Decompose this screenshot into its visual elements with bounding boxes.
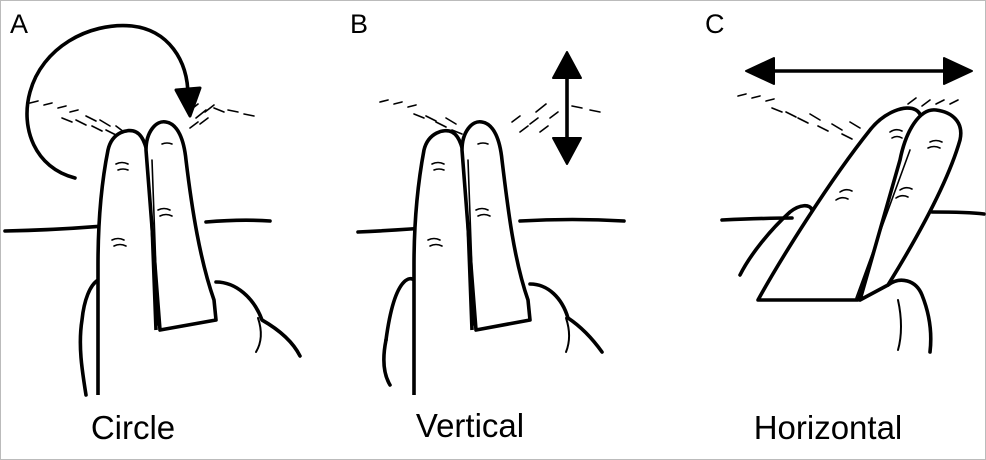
panel-b-finger-gap bbox=[467, 159, 475, 326]
panel-c-letter: C bbox=[705, 9, 725, 39]
panel-b-knuckle-line bbox=[565, 317, 570, 353]
panel-a-caption: Circle bbox=[91, 409, 175, 446]
panel-b-arrowhead-up-icon bbox=[552, 51, 582, 79]
panel-c-caption: Horizontal bbox=[754, 409, 903, 446]
panel-a-shadow-hatching bbox=[29, 100, 255, 136]
panel-c-finger-gap bbox=[855, 149, 911, 299]
panel-b: B bbox=[350, 9, 626, 444]
panel-c-thumb-knuckle bbox=[886, 278, 933, 354]
panel-c-table-edge-right bbox=[930, 210, 986, 216]
panel-a-palm-left bbox=[78, 278, 100, 397]
panel-c-palm-left bbox=[738, 203, 814, 277]
panel-c-arrowhead-right-icon bbox=[943, 57, 973, 85]
panel-a-finger-gap bbox=[151, 159, 159, 326]
panel-c: C bbox=[705, 9, 986, 446]
panel-c-middle-finger bbox=[858, 108, 963, 302]
panel-b-arrowhead-down-icon bbox=[552, 137, 582, 165]
panel-a-table-edge bbox=[3, 224, 106, 233]
panel-a-middle-finger bbox=[144, 120, 218, 332]
panel-b-shadow-hatching bbox=[379, 99, 601, 135]
panel-a-arrowhead-icon bbox=[174, 86, 202, 118]
panel-b-thumb-knuckle bbox=[528, 282, 604, 354]
panel-b-wrist bbox=[382, 338, 392, 387]
panel-a-table-edge-right bbox=[204, 218, 272, 224]
panel-c-knuckle-line bbox=[897, 299, 902, 351]
panel-b-palm-left bbox=[384, 276, 416, 342]
panel-c-arrowhead-left-icon bbox=[745, 57, 775, 85]
panel-b-table-edge-right bbox=[518, 217, 626, 223]
panel-b-letter: B bbox=[350, 9, 368, 39]
panel-a-letter: A bbox=[10, 9, 28, 39]
panel-b-caption: Vertical bbox=[416, 407, 524, 444]
panel-a-thumb-knuckle bbox=[214, 280, 302, 358]
panel-a-circle-arrow bbox=[25, 23, 190, 180]
panel-a-knuckle-line bbox=[255, 317, 262, 353]
panel-b-middle-finger bbox=[460, 120, 532, 332]
panel-a: A bbox=[3, 9, 302, 446]
panel-c-shadow-hatching bbox=[737, 93, 959, 140]
